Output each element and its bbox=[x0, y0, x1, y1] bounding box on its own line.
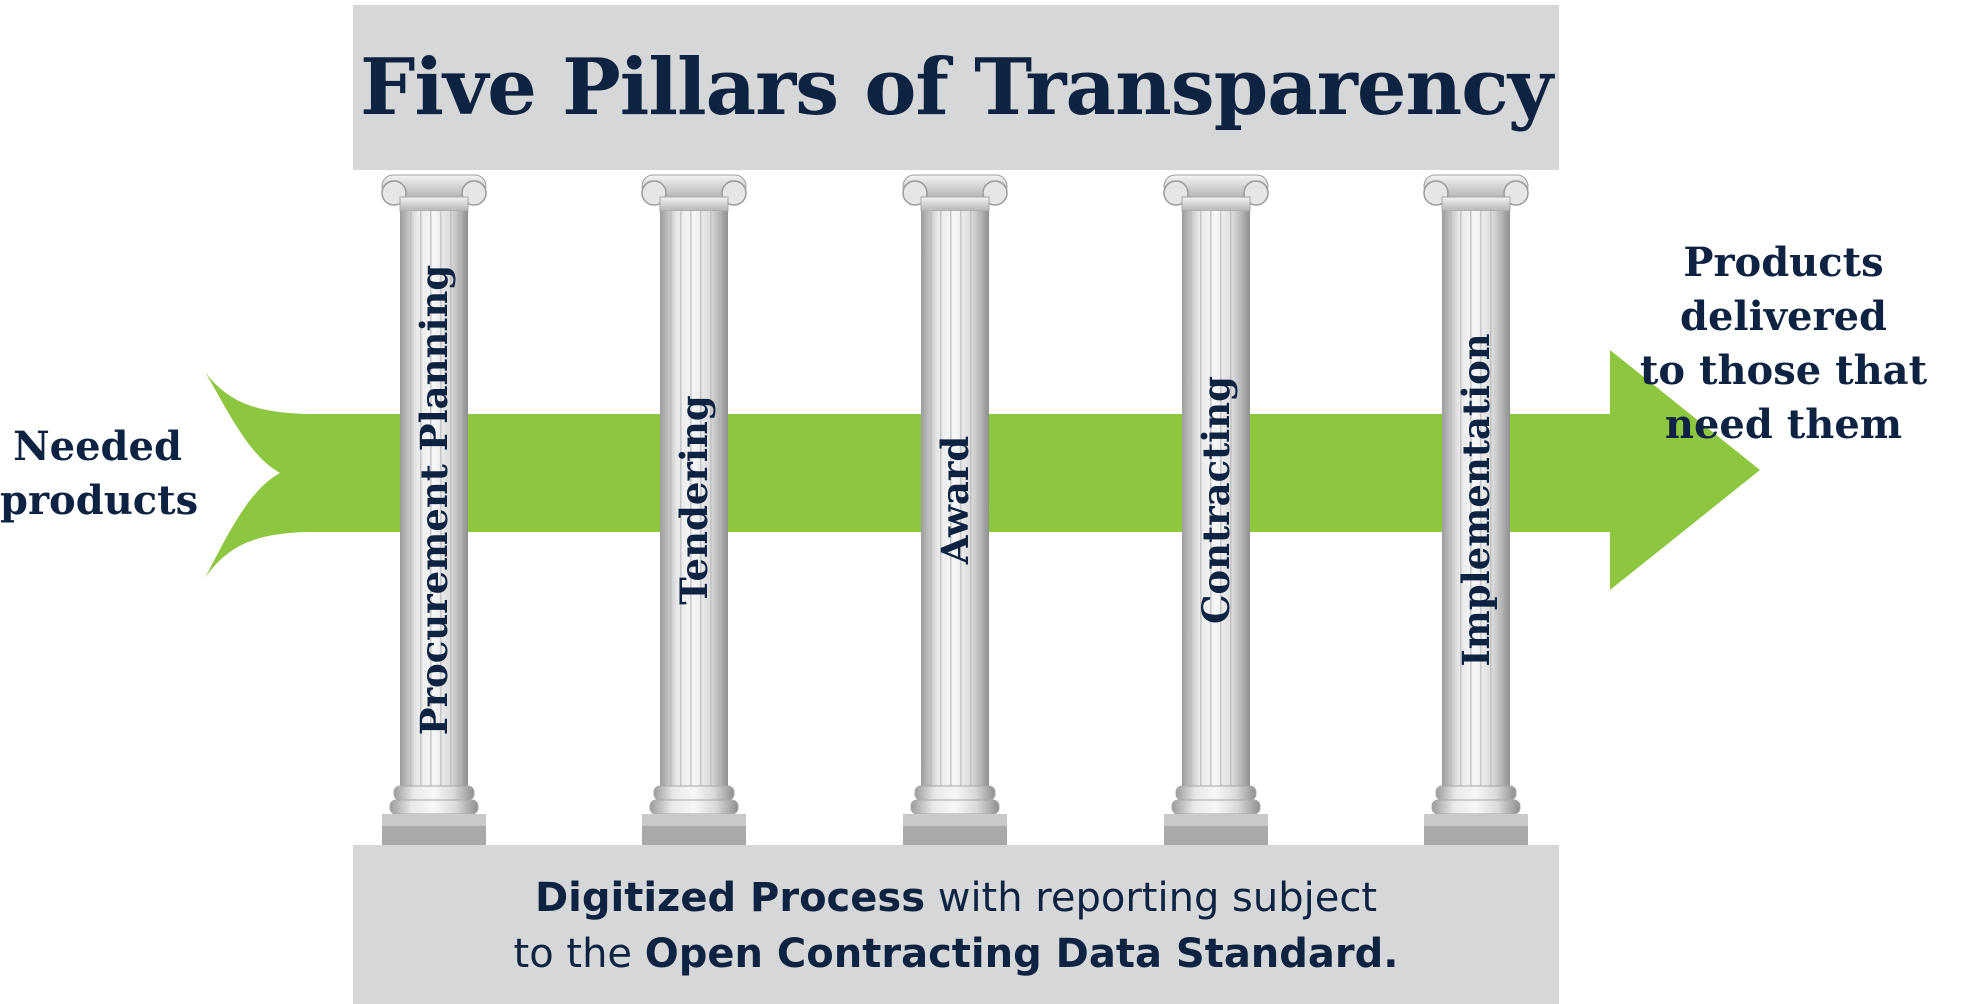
input-label: Needed products bbox=[0, 420, 199, 528]
pillar-label-implementation: Implementation bbox=[1454, 333, 1498, 667]
pillar-echinus bbox=[1181, 196, 1251, 212]
pillar-4 bbox=[1163, 174, 1269, 845]
pillar-plinth bbox=[1164, 826, 1268, 845]
pillar-echinus bbox=[659, 196, 729, 212]
pillar-flutes bbox=[1186, 211, 1246, 786]
pillar-5 bbox=[1423, 174, 1529, 845]
pillar-plinth-top bbox=[903, 814, 1007, 826]
pillar-flutes bbox=[664, 211, 724, 786]
pillar-echinus bbox=[1441, 196, 1511, 212]
pillar-label-tendering: Tendering bbox=[672, 395, 716, 605]
pillar-2 bbox=[641, 174, 747, 845]
pillar-base-ring bbox=[1175, 785, 1257, 801]
input-label-line-2: products bbox=[0, 477, 199, 524]
pillar-flutes bbox=[925, 211, 985, 786]
pillar-base-ring bbox=[653, 785, 735, 801]
output-label-line-1: Products delivered bbox=[1680, 239, 1887, 340]
ocds-text: Open Contracting Data Standard. bbox=[644, 931, 1399, 977]
pillar-flutes bbox=[404, 211, 464, 786]
pillar-3 bbox=[902, 174, 1008, 845]
input-label-line-1: Needed bbox=[13, 423, 182, 470]
pillar-plinth bbox=[642, 826, 746, 845]
pillar-echinus bbox=[920, 196, 990, 212]
pillar-plinth-top bbox=[642, 814, 746, 826]
pillar-plinth-top bbox=[382, 814, 486, 826]
pillar-plinth bbox=[903, 826, 1007, 845]
pillar-label-contracting: Contracting bbox=[1194, 375, 1238, 625]
digitized-process-text: Digitized Process bbox=[534, 875, 926, 921]
diagram-title: Five Pillars of Transparency bbox=[359, 42, 1553, 133]
pillar-base-ring bbox=[393, 785, 475, 801]
pillar-base-torus bbox=[1171, 799, 1261, 815]
pillar-base-ring bbox=[914, 785, 996, 801]
pillar-plinth-top bbox=[1424, 814, 1528, 826]
pillar-plinth-top bbox=[1164, 814, 1268, 826]
foundation-text-line-2: to the Open Contracting Data Standard. bbox=[353, 926, 1559, 982]
output-label: Products delivered to those that need th… bbox=[1590, 236, 1977, 452]
pillar-base-torus bbox=[649, 799, 739, 815]
foundation-text: Digitized Process with reporting subject… bbox=[353, 870, 1559, 982]
foundation-band bbox=[353, 845, 1559, 1004]
pillar-base-torus bbox=[910, 799, 1000, 815]
pillar-base-ring bbox=[1435, 785, 1517, 801]
pillar-base-torus bbox=[389, 799, 479, 815]
title-band bbox=[353, 5, 1559, 170]
to-the-text: to the bbox=[513, 931, 645, 977]
pillar-plinth bbox=[382, 826, 486, 845]
pillar-label-award: Award bbox=[933, 435, 977, 565]
reporting-subject-text: with reporting subject bbox=[925, 875, 1378, 921]
foundation-text-line-1: Digitized Process with reporting subject bbox=[353, 870, 1559, 926]
output-label-line-3: need them bbox=[1664, 401, 1903, 448]
pillar-base-torus bbox=[1431, 799, 1521, 815]
output-label-line-2: to those that bbox=[1639, 347, 1928, 394]
pillar-1 bbox=[381, 174, 487, 845]
pillar-echinus bbox=[399, 196, 469, 212]
pillar-label-procurement-planning: Procurement Planning bbox=[412, 264, 456, 736]
pillar-flutes bbox=[1446, 211, 1506, 786]
pillar-plinth bbox=[1424, 826, 1528, 845]
